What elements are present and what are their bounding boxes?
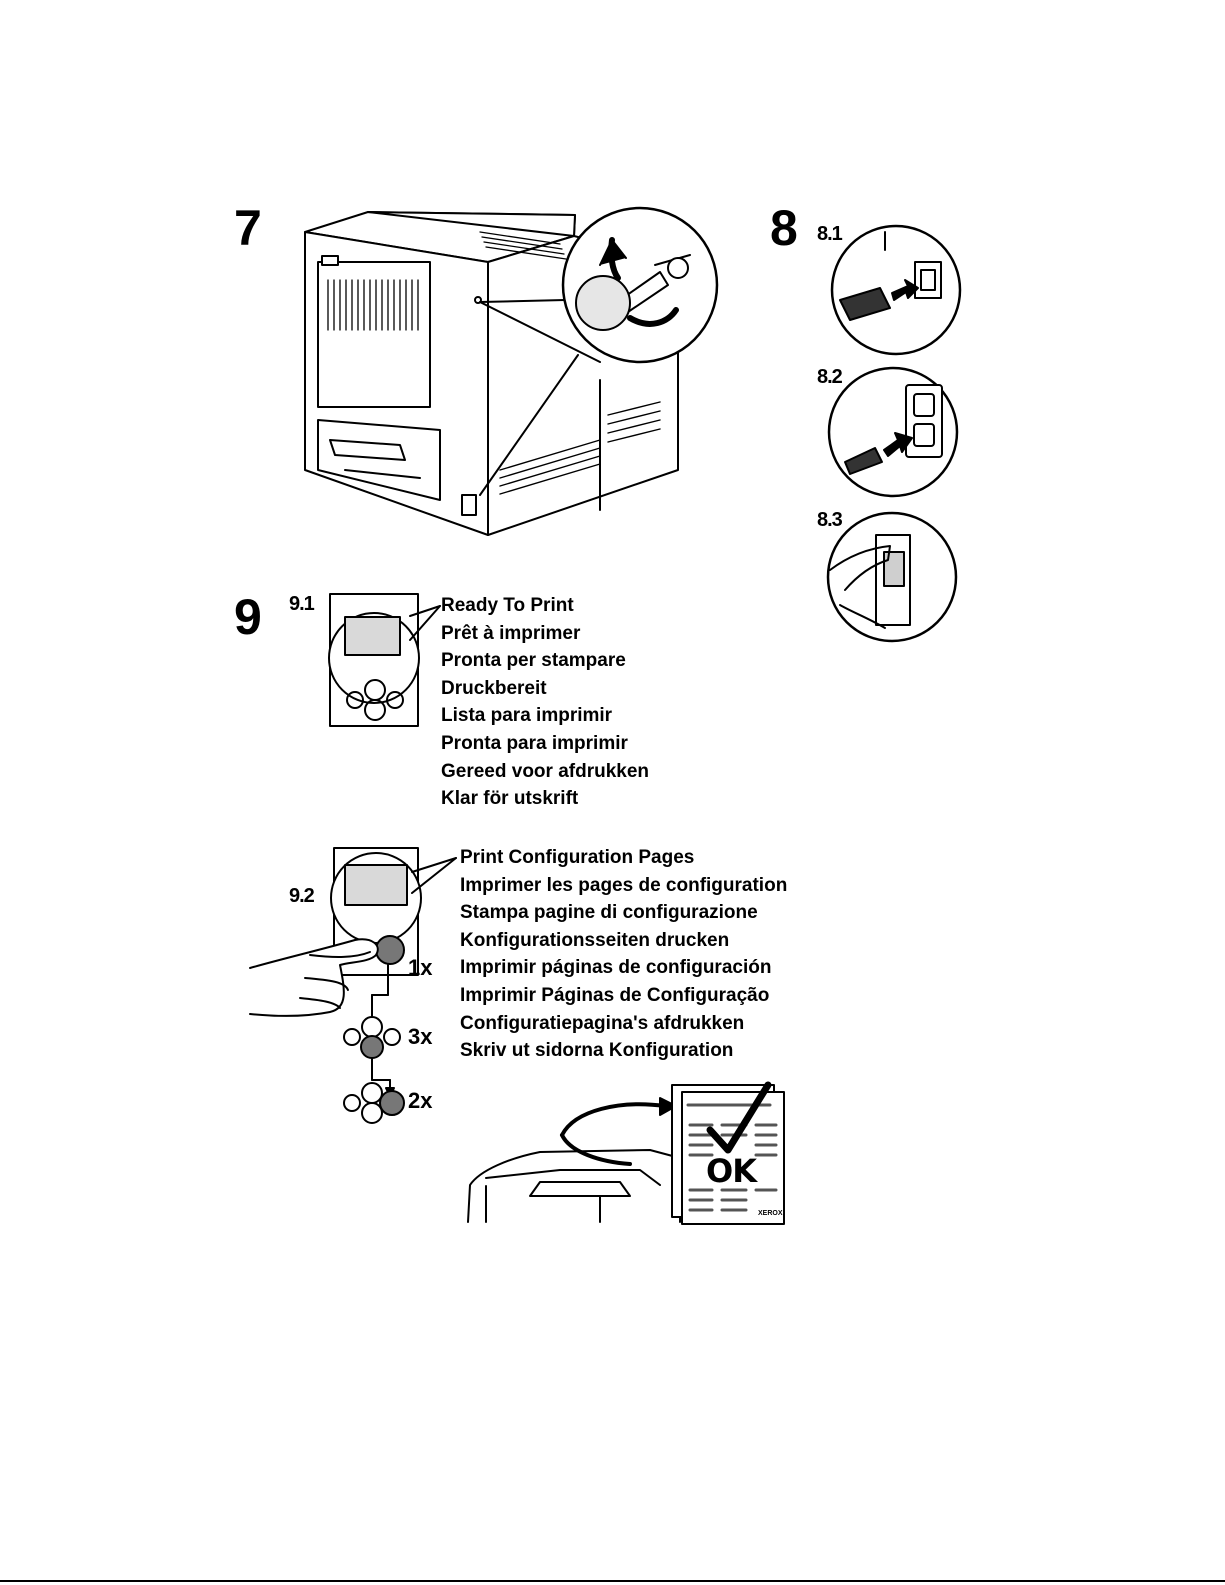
- substep-8-1-label: 8.1: [817, 223, 843, 245]
- substep-8-2-label: 8.2: [817, 366, 843, 388]
- step-9-number: 9: [234, 589, 262, 645]
- ready-message: Prêt à imprimer: [441, 622, 581, 644]
- step-7-number: 7: [234, 200, 262, 256]
- substep-9-1-label: 9.1: [289, 593, 315, 615]
- config-message: Skriv ut sidorna Konfiguration: [460, 1040, 734, 1062]
- plug-printer-illustration: [830, 224, 962, 356]
- printer-rear-illustration: [304, 206, 719, 536]
- ready-message: Pronta per stampare: [441, 650, 626, 672]
- config-message-list: Print Configuration Pages Imprimer les p…: [460, 844, 787, 1065]
- brand-logo-text: XEROX: [758, 1210, 783, 1217]
- plug-outlet-illustration: [827, 366, 959, 498]
- press-ok-1x-label: 1x: [408, 955, 433, 980]
- control-panel-ready-illustration: [328, 593, 441, 727]
- config-message: Konfigurationsseiten drucken: [460, 929, 730, 951]
- config-message: Imprimer les pages de configuration: [460, 874, 788, 896]
- config-message: Imprimir Páginas de Configuração: [460, 984, 770, 1006]
- config-message: Configuratiepagina's afdrukken: [460, 1012, 745, 1034]
- config-pages-output-illustration: [467, 1081, 785, 1225]
- substep-8-3-label: 8.3: [817, 509, 843, 531]
- press-down-3x-label: 3x: [408, 1024, 433, 1049]
- config-message: Stampa pagine di configurazione: [460, 902, 758, 924]
- ready-message: Klar för utskrift: [441, 788, 579, 810]
- bottom-rule: [0, 1580, 1225, 1582]
- ok-mark-text: OK: [706, 1152, 757, 1190]
- ready-message: Lista para imprimir: [441, 705, 613, 727]
- press-ok-2x-label: 2x: [408, 1088, 433, 1113]
- config-message: Imprimir páginas de configuración: [460, 957, 772, 979]
- ready-message: Druckbereit: [441, 677, 547, 699]
- ready-message: Ready To Print: [441, 595, 574, 616]
- step-8-number: 8: [770, 200, 798, 256]
- config-message: Print Configuration Pages: [460, 847, 695, 868]
- ready-message: Pronta para imprimir: [441, 732, 628, 754]
- ready-message: Gereed voor afdrukken: [441, 760, 650, 782]
- power-switch-illustration: [826, 511, 958, 643]
- ready-message-list: Ready To Print Prêt à imprimer Pronta pe…: [441, 592, 649, 813]
- substep-9-2-label: 9.2: [289, 885, 315, 907]
- control-panel-config-illustration: [249, 847, 457, 1124]
